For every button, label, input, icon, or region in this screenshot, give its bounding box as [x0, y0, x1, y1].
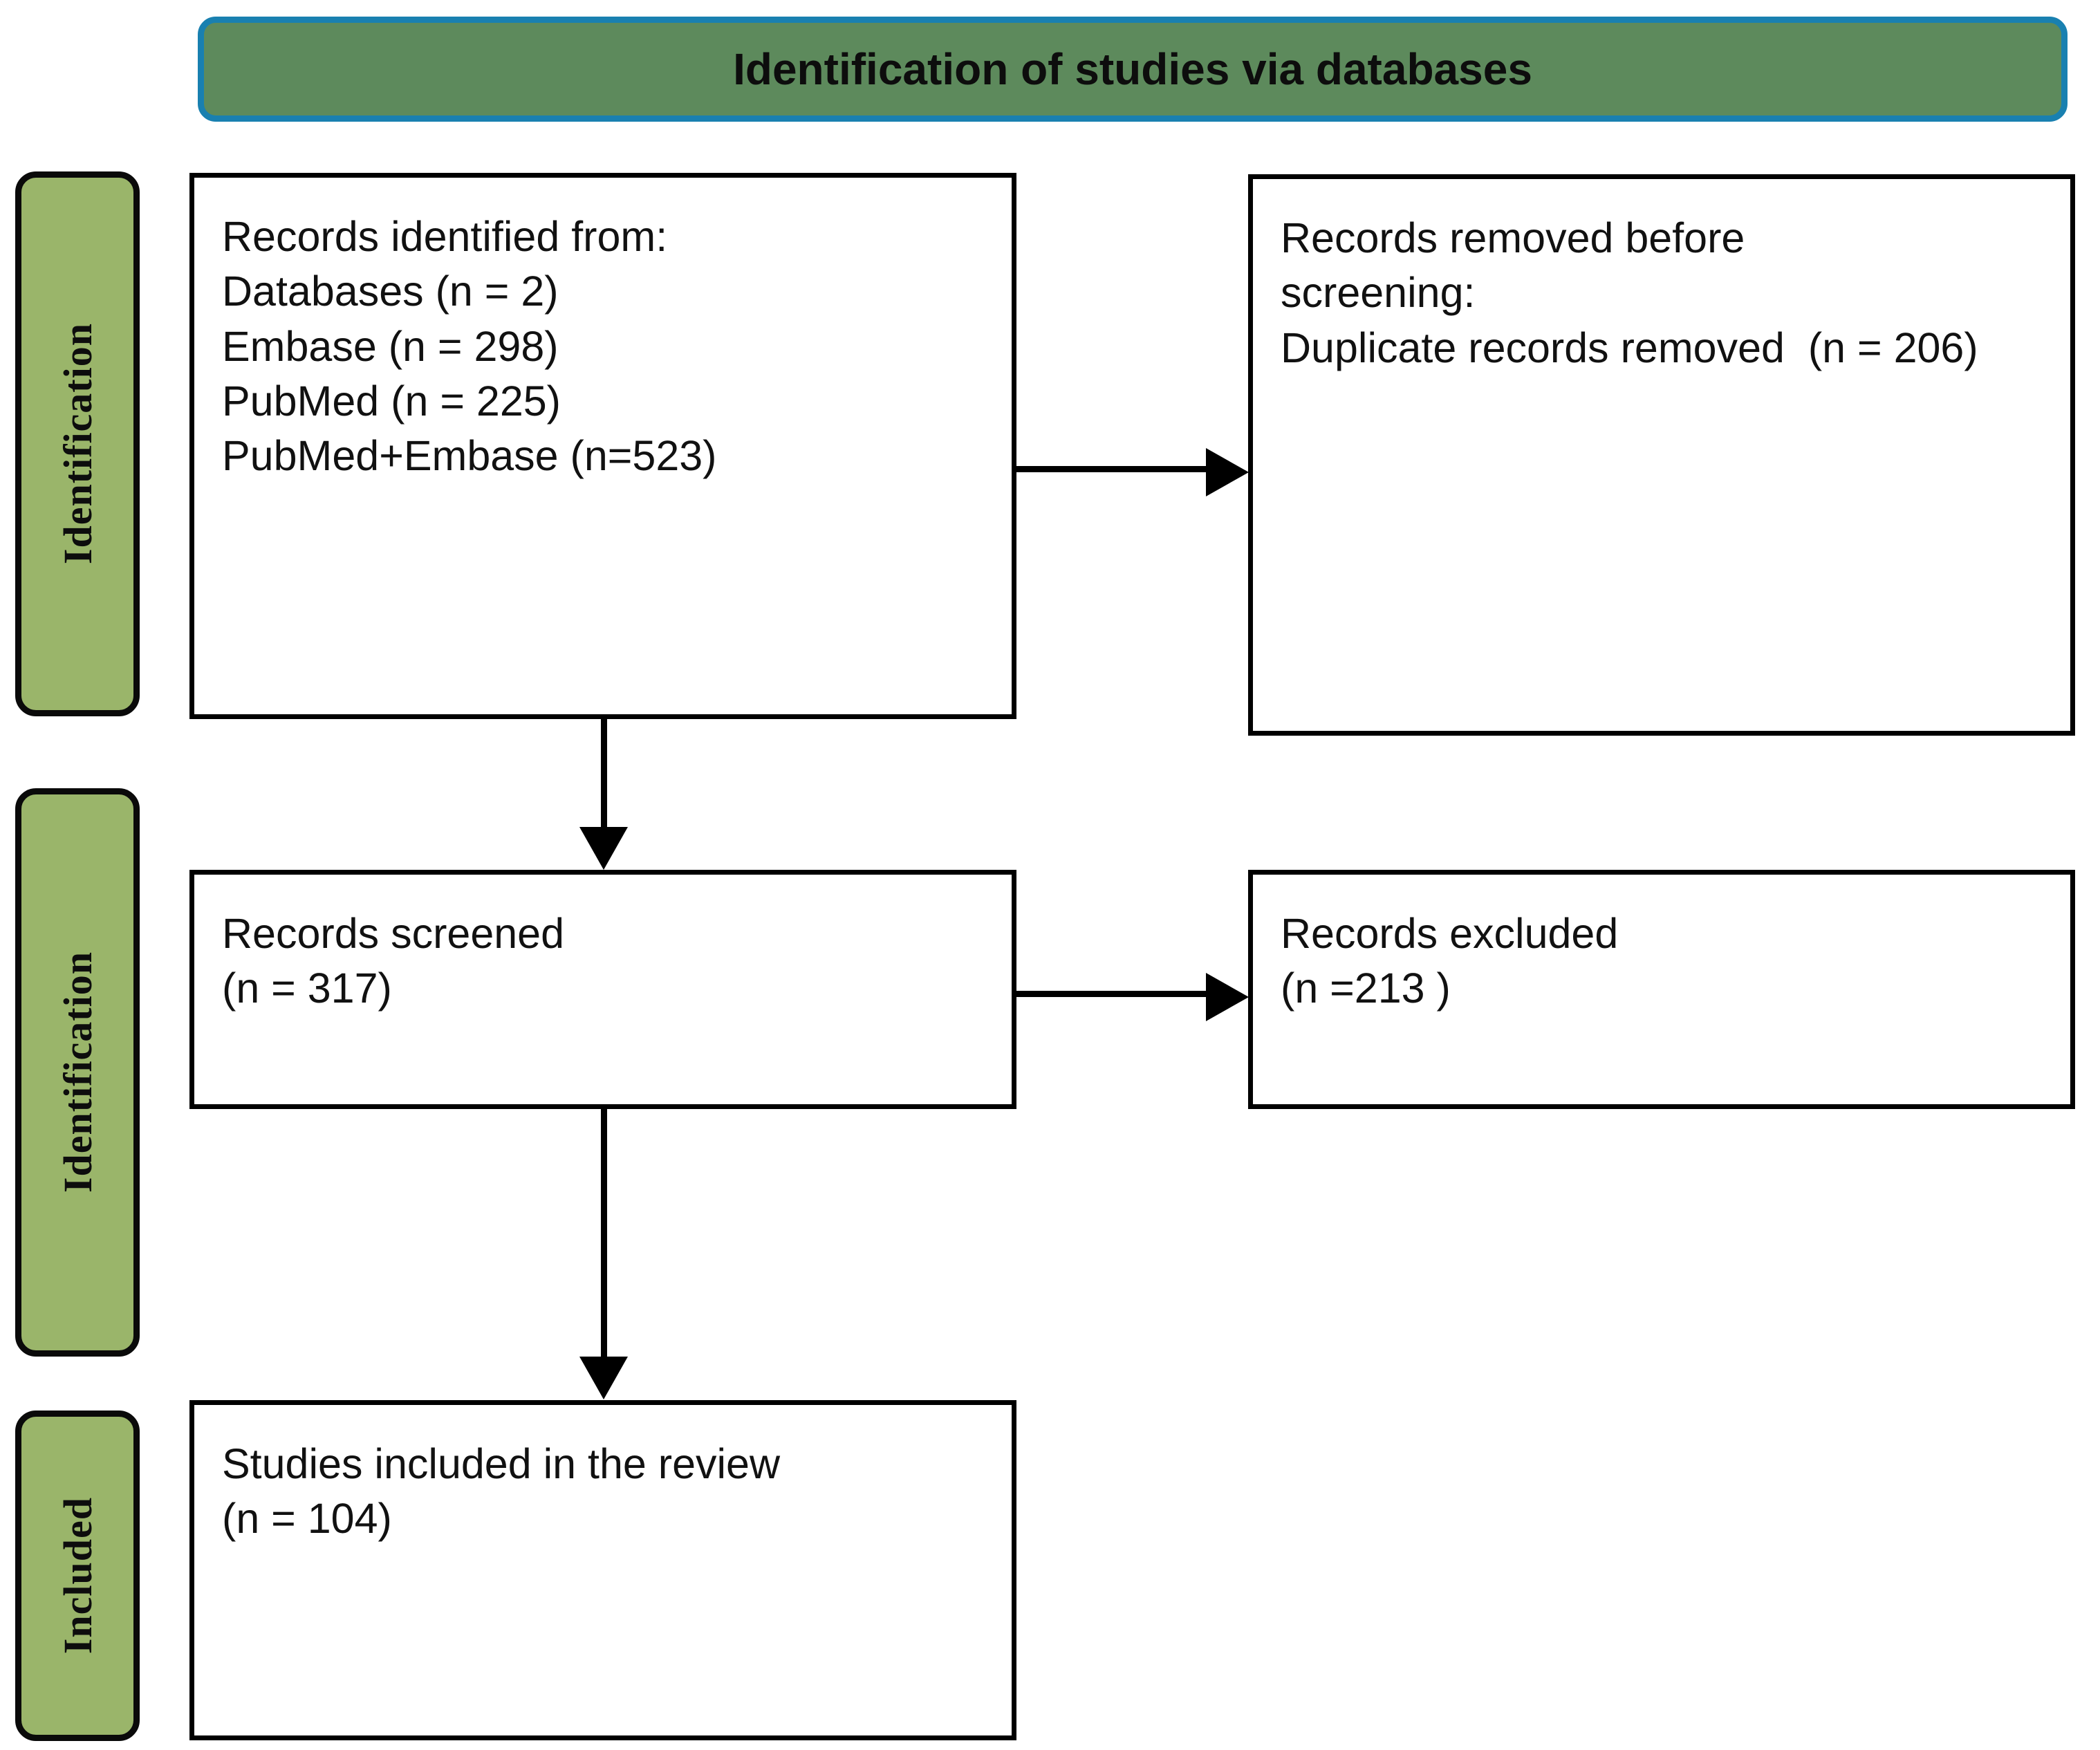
arrow-identified-to-screened-head-icon: [579, 827, 628, 870]
box-line: (n =213 ): [1281, 965, 1451, 1012]
removed-text-italic: before: [1625, 214, 1745, 261]
box-line: (n = 104): [222, 1495, 392, 1543]
arrow-identified-to-removed-head-icon: [1206, 448, 1249, 496]
stage-label-text: Identification: [55, 323, 100, 565]
box-line: Duplicate records removed (n = 206): [1281, 324, 1978, 371]
removed-text-italic: screening: [1281, 269, 1464, 317]
stage-label-text: Identification: [55, 951, 100, 1193]
box-line: Records removed before: [1281, 211, 2045, 266]
removed-text-colon: :: [1463, 269, 1476, 317]
arrow-identified-to-screened-line: [601, 719, 607, 835]
box-line: screening:: [1281, 266, 2045, 320]
arrow-screened-to-excluded-head-icon: [1206, 973, 1249, 1021]
box-line: PubMed+Embase (n=523): [222, 432, 717, 480]
box-line: Embase (n = 298): [222, 322, 559, 370]
arrow-screened-to-included-line: [601, 1109, 607, 1365]
header-banner: Identification of studies via databases: [198, 17, 2068, 122]
box-studies-included: Studies included in the review (n = 104): [189, 1400, 1016, 1740]
stage-label-identification-1: Identification: [15, 171, 140, 716]
arrow-screened-to-excluded-line: [1016, 991, 1216, 997]
box-records-identified: Records identified from: Databases (n = …: [189, 173, 1016, 719]
box-line: (n = 317): [222, 965, 392, 1012]
box-line: Records screened: [222, 910, 565, 957]
box-line: Databases (n = 2): [222, 268, 559, 315]
arrow-screened-to-included-head-icon: [579, 1357, 628, 1399]
box-records-screened: Records screened (n = 317): [189, 870, 1016, 1109]
arrow-identified-to-removed-line: [1016, 466, 1216, 472]
page-title: Identification of studies via databases: [733, 44, 1532, 94]
box-line: Records identified from:: [222, 213, 668, 260]
box-line: PubMed (n = 225): [222, 377, 561, 425]
box-records-excluded: Records excluded (n =213 ): [1248, 870, 2075, 1109]
stage-label-identification-2: Identification: [15, 788, 140, 1357]
removed-text-normal: Records removed: [1281, 214, 1626, 261]
stage-label-text: Included: [55, 1497, 100, 1655]
box-line: Records excluded: [1281, 910, 1619, 957]
stage-label-included: Included: [15, 1411, 140, 1741]
box-line: Studies included in the review: [222, 1440, 781, 1487]
box-records-removed: Records removed before screening: Duplic…: [1248, 174, 2075, 736]
